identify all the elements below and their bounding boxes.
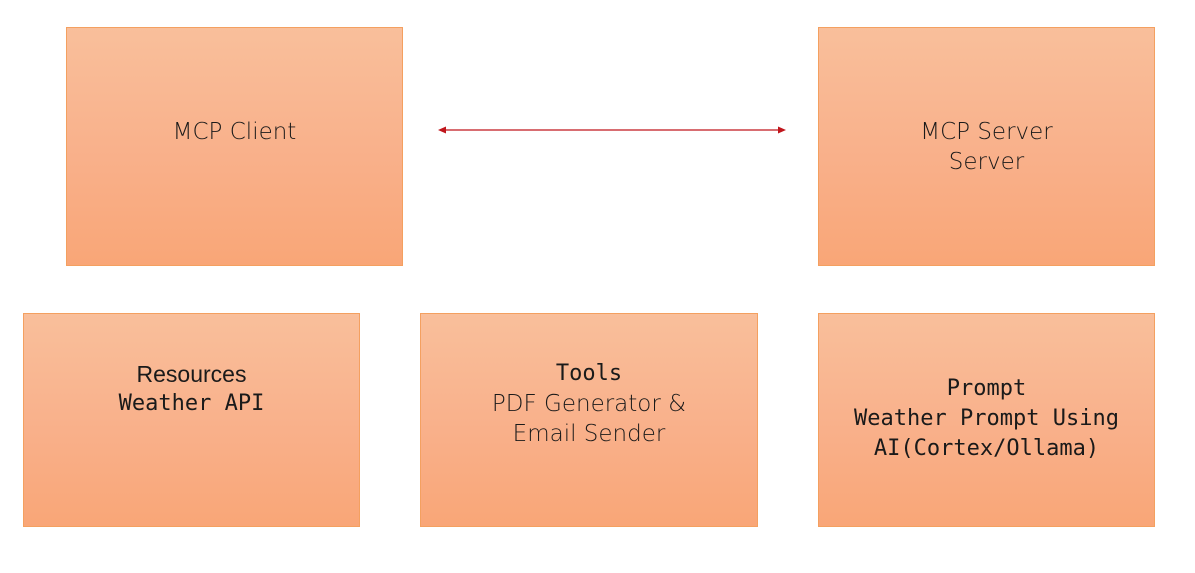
resources-title: Resources [136,361,247,387]
mcp-client-label: MCP Client [172,118,297,145]
mcp-server-label: MCP Server [920,118,1053,145]
mcp-client-box: MCP Client [66,27,403,266]
mcp-server-sublabel: Server [948,148,1025,175]
resources-subtitle: Weather API [118,391,265,416]
prompt-box: Prompt Weather Prompt Using AI(Cortex/Ol… [818,313,1155,527]
tools-line-1: PDF Generator & [491,391,687,417]
arrow-head-left [438,126,446,134]
prompt-line-1: Weather Prompt Using [854,405,1119,431]
mcp-server-box: MCP Server Server [818,27,1155,266]
tools-box: Tools PDF Generator & Email Sender [420,313,758,527]
bidirectional-arrow [438,126,786,134]
tools-title: Tools [555,361,623,386]
resources-box: Resources Weather API [23,313,360,527]
prompt-line-2: AI(Cortex/Ollama) [873,435,1100,461]
prompt-title: Prompt [946,375,1027,401]
tools-line-2: Email Sender [512,421,666,447]
arrow-head-right [778,126,786,134]
